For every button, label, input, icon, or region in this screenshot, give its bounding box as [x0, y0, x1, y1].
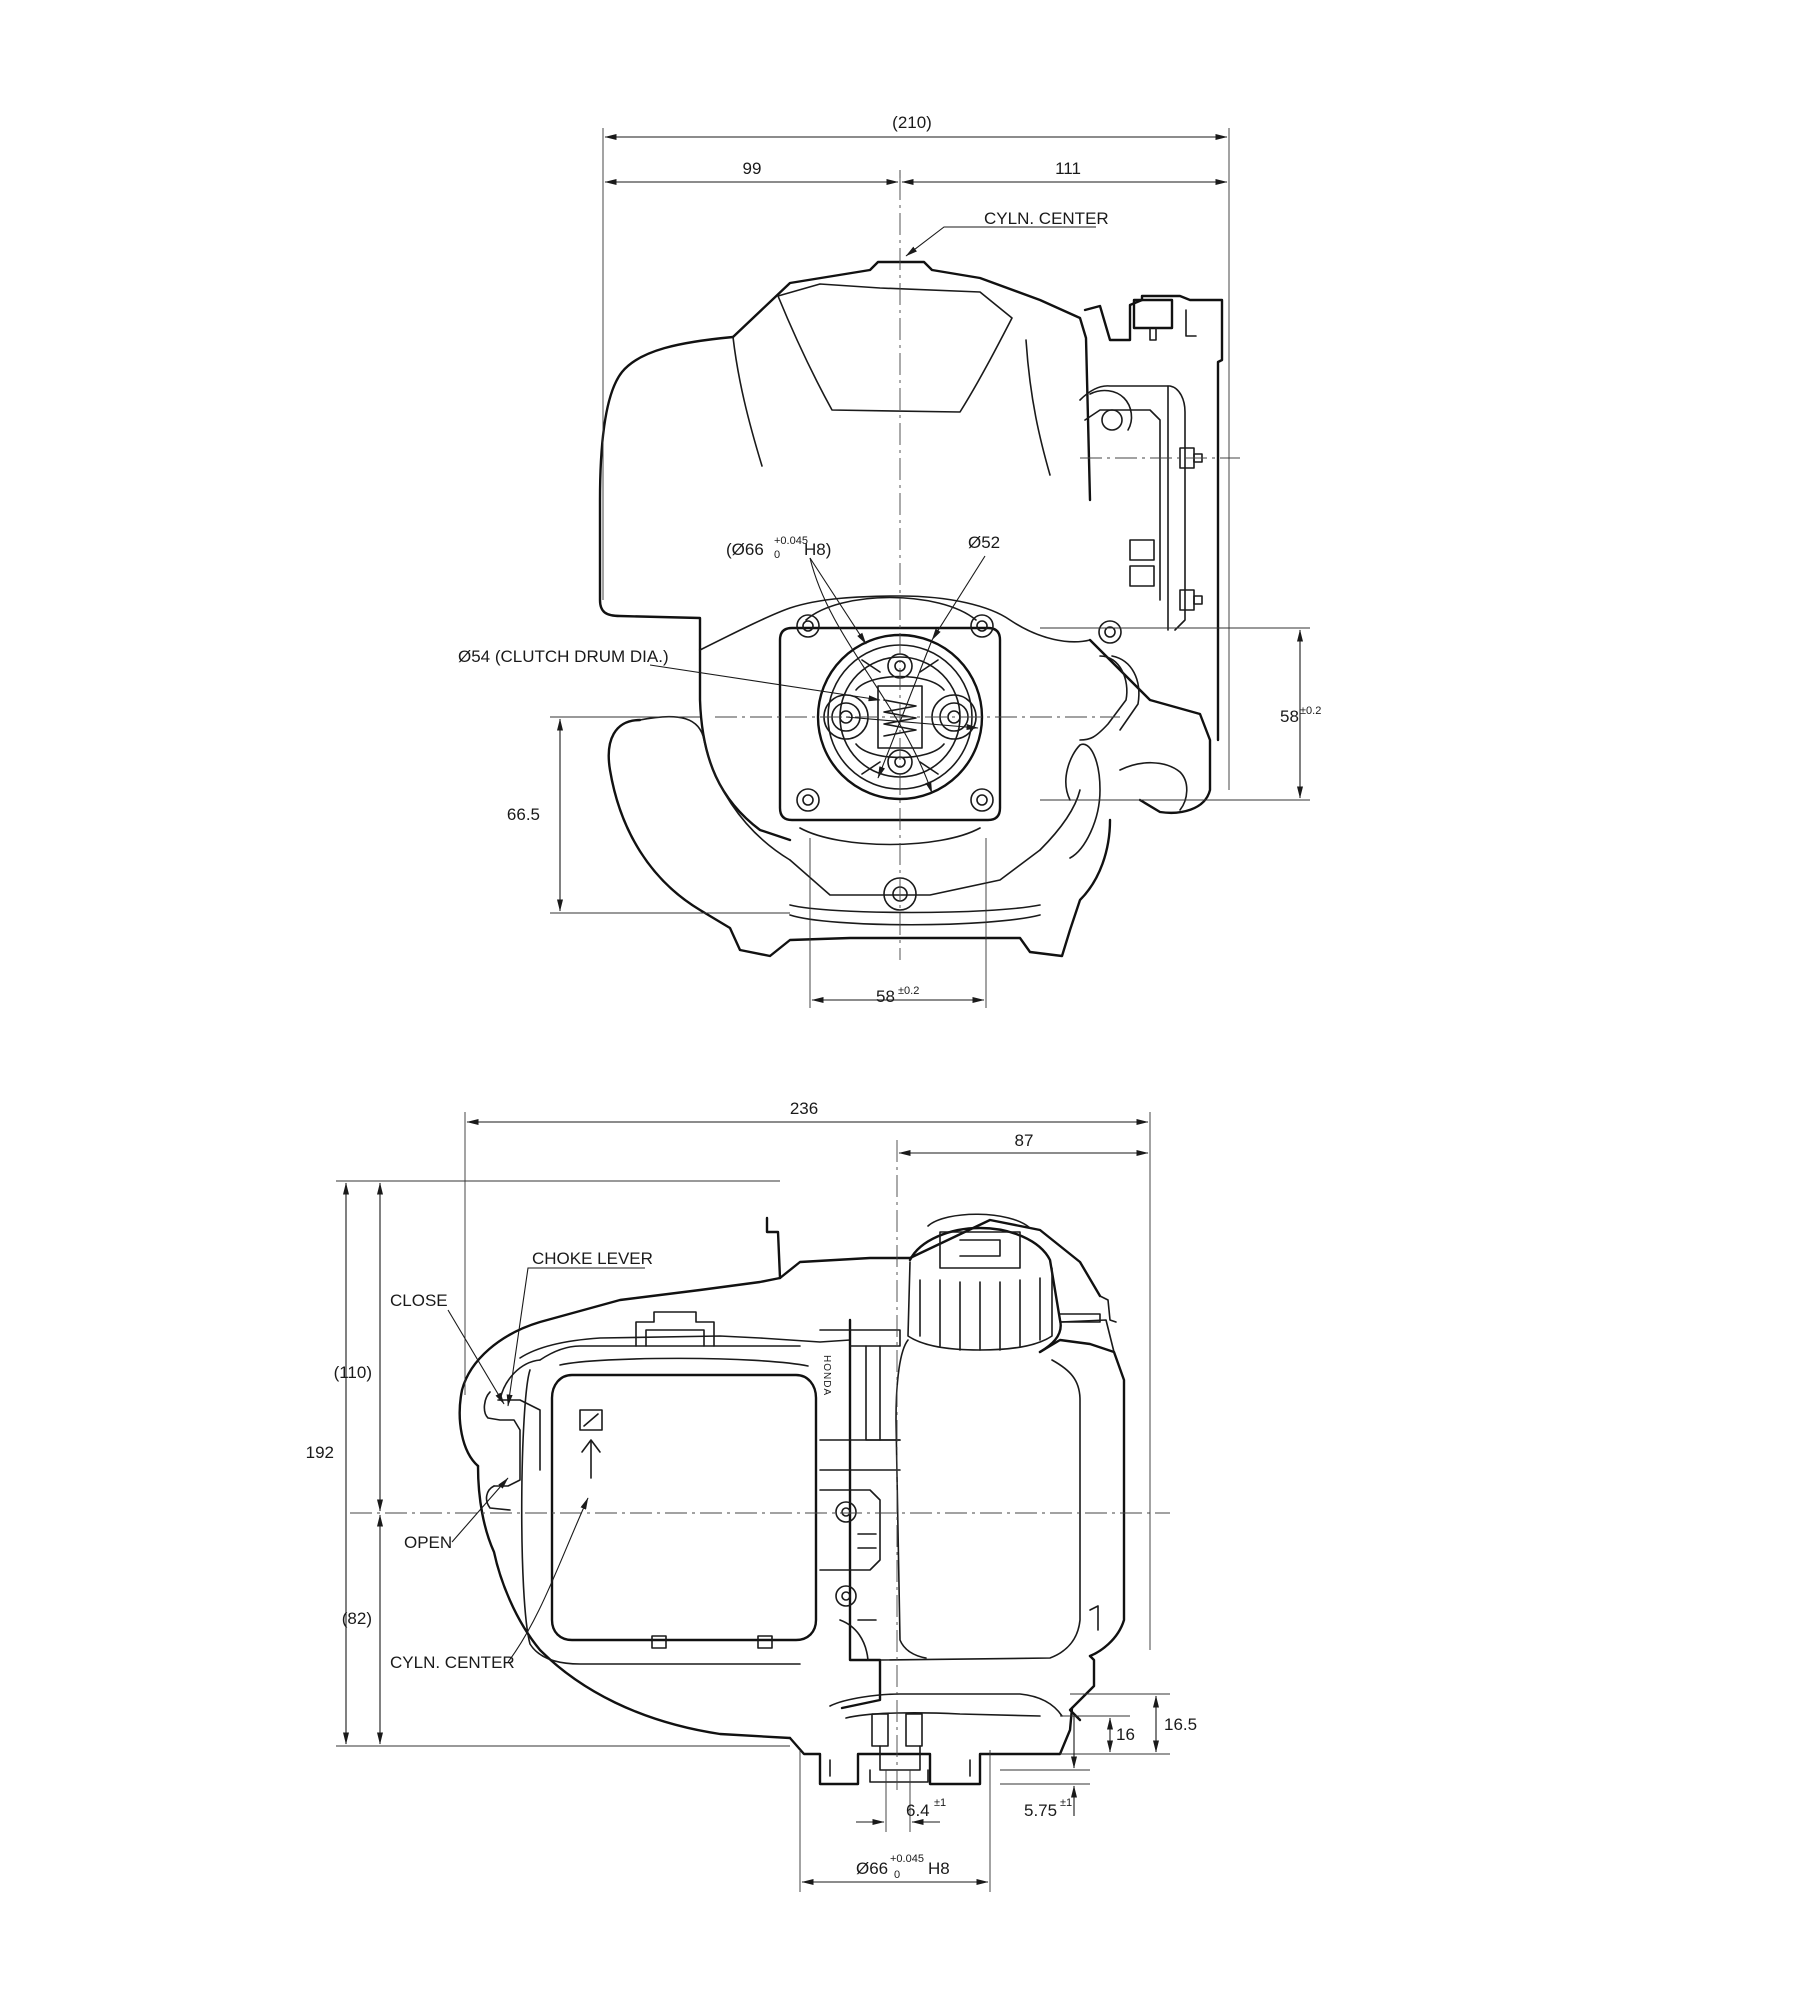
- side-dim-64: 6.4: [906, 1801, 930, 1820]
- side-dim-16: 16: [1116, 1725, 1135, 1744]
- front-cyln-center-label: CYLN. CENTER: [984, 209, 1109, 228]
- side-dim-165: 16.5: [1164, 1715, 1197, 1734]
- side-height-upper: (110): [334, 1363, 372, 1382]
- front-width-left: 99: [743, 159, 762, 178]
- side-bore-tol-upper: +0.045: [890, 1853, 924, 1865]
- side-close-label: CLOSE: [390, 1291, 448, 1310]
- front-mount-v-label: 58: [1280, 707, 1299, 726]
- front-view-outline: [598, 260, 1224, 958]
- side-view: HONDA: [306, 1099, 1197, 1892]
- front-mount-h-label: 58: [876, 987, 895, 1006]
- side-bore-fit: H8: [928, 1859, 950, 1878]
- side-view-labels: 236 87 192 (110) (82) CHOKE LEVER CLOSE …: [306, 1099, 1197, 1881]
- side-dim-575: 5.75: [1024, 1801, 1057, 1820]
- front-bore-tol-lower: 0: [774, 549, 780, 561]
- side-open-label: OPEN: [404, 1533, 452, 1552]
- front-view-labels: (210) 99 111 CYLN. CENTER (Ø66 +0.045 0 …: [458, 113, 1321, 1006]
- front-bore-tol-upper: +0.045: [774, 535, 808, 547]
- front-bore-dia-label: (Ø66: [726, 540, 764, 559]
- side-length-87: 87: [1015, 1131, 1034, 1150]
- side-choke-lever-label: CHOKE LEVER: [532, 1249, 653, 1268]
- side-length-total: 236: [790, 1099, 818, 1118]
- side-bore-tol-lower: 0: [894, 1869, 900, 1881]
- front-mount-h-tol: ±0.2: [898, 985, 919, 997]
- front-mount-v-tol: ±0.2: [1300, 705, 1321, 717]
- side-height-lower: (82): [342, 1609, 372, 1628]
- front-clutch-drum-label: Ø54 (CLUTCH DRUM DIA.): [458, 647, 669, 666]
- side-dim-575-tol: ±1: [1060, 1797, 1072, 1809]
- side-height-total: 192: [306, 1443, 334, 1462]
- front-view-centerlines: [715, 178, 1240, 960]
- side-dim-64-tol: ±1: [934, 1797, 946, 1809]
- front-dia-52-label: Ø52: [968, 533, 1000, 552]
- front-bore-fit: H8): [804, 540, 831, 559]
- side-view-outline: HONDA: [458, 1213, 1126, 1786]
- front-view: (210) 99 111 CYLN. CENTER (Ø66 +0.045 0 …: [458, 113, 1321, 1008]
- front-width-total: (210): [892, 113, 932, 132]
- side-cyln-center-label: CYLN. CENTER: [390, 1653, 515, 1672]
- side-view-centerlines: [350, 1140, 1170, 1790]
- side-embossed-brand: HONDA: [821, 1355, 832, 1396]
- side-view-dimensions: [336, 1112, 1170, 1892]
- front-view-flange: [778, 596, 1122, 911]
- front-view-dimensions: [550, 128, 1310, 1008]
- side-bore-dia: Ø66: [856, 1859, 888, 1878]
- front-height-665-label: 66.5: [507, 805, 540, 824]
- front-width-right: 111: [1055, 159, 1081, 178]
